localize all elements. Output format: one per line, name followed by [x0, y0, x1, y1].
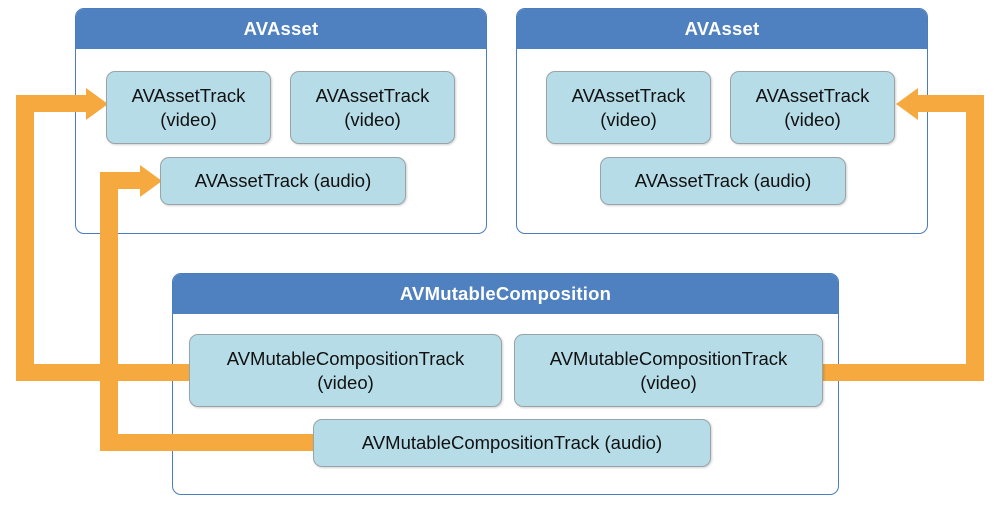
connector-2-horizontal-bottom: [100, 434, 332, 451]
track-label-line1: AVAssetTrack: [755, 85, 870, 107]
track-asset-right-audio[interactable]: AVAssetTrack (audio): [600, 157, 846, 205]
track-comp-video-2[interactable]: AVMutableCompositionTrack (video): [514, 334, 823, 407]
connector-2-vertical: [100, 172, 118, 451]
connector-2-horizontal-top: [100, 172, 142, 189]
connector-3-horizontal-top: [918, 95, 984, 112]
panel-avasset-left-title: AVAsset: [76, 9, 486, 49]
track-label-line1: AVAssetTrack: [315, 85, 430, 107]
track-label-line1: AVMutableCompositionTrack: [549, 348, 788, 370]
track-comp-audio[interactable]: AVMutableCompositionTrack (audio): [313, 419, 711, 467]
track-label-line2: (video): [160, 108, 217, 130]
track-label-line1: AVMutableCompositionTrack (audio): [361, 432, 663, 454]
track-label-line1: AVAssetTrack: [131, 85, 246, 107]
panel-avmutablecomposition-body: AVMutableCompositionTrack (video) AVMuta…: [173, 314, 838, 494]
track-label-line1: AVAssetTrack (audio): [194, 170, 372, 192]
connector-3-vertical: [966, 95, 984, 381]
track-label-line1: AVMutableCompositionTrack: [226, 348, 465, 370]
connector-1-vertical: [16, 95, 34, 381]
track-asset-right-video-2[interactable]: AVAssetTrack (video): [730, 71, 895, 144]
track-label-line2: (video): [600, 108, 657, 130]
track-comp-video-1[interactable]: AVMutableCompositionTrack (video): [189, 334, 502, 407]
track-asset-right-video-1[interactable]: AVAssetTrack (video): [546, 71, 711, 144]
connector-1-arrowhead-icon: [86, 87, 108, 120]
track-asset-left-audio[interactable]: AVAssetTrack (audio): [160, 157, 406, 205]
track-label-line2: (video): [317, 371, 374, 393]
track-label-line1: AVAssetTrack (audio): [634, 170, 812, 192]
track-label-line1: AVAssetTrack: [571, 85, 686, 107]
track-label-line2: (video): [784, 108, 841, 130]
track-asset-left-video-1[interactable]: AVAssetTrack (video): [106, 71, 271, 144]
track-asset-left-video-2[interactable]: AVAssetTrack (video): [290, 71, 455, 144]
panel-avmutablecomposition-title: AVMutableComposition: [173, 274, 838, 314]
panel-avmutablecomposition: AVMutableComposition AVMutableCompositio…: [172, 273, 839, 495]
track-label-line2: (video): [640, 371, 697, 393]
panel-avasset-right-body: AVAssetTrack (video) AVAssetTrack (video…: [517, 49, 927, 233]
track-label-line2: (video): [344, 108, 401, 130]
connector-3-arrowhead-icon: [896, 87, 918, 120]
panel-avasset-left: AVAsset AVAssetTrack (video) AVAssetTrac…: [75, 8, 487, 234]
panel-avasset-right-title: AVAsset: [517, 9, 927, 49]
panel-avasset-right: AVAsset AVAssetTrack (video) AVAssetTrac…: [516, 8, 928, 234]
panel-avasset-left-body: AVAssetTrack (video) AVAssetTrack (video…: [76, 49, 486, 233]
connector-3-horizontal-bottom: [812, 364, 984, 381]
connector-2-arrowhead-icon: [140, 164, 162, 197]
connector-1-horizontal-top: [16, 95, 88, 112]
